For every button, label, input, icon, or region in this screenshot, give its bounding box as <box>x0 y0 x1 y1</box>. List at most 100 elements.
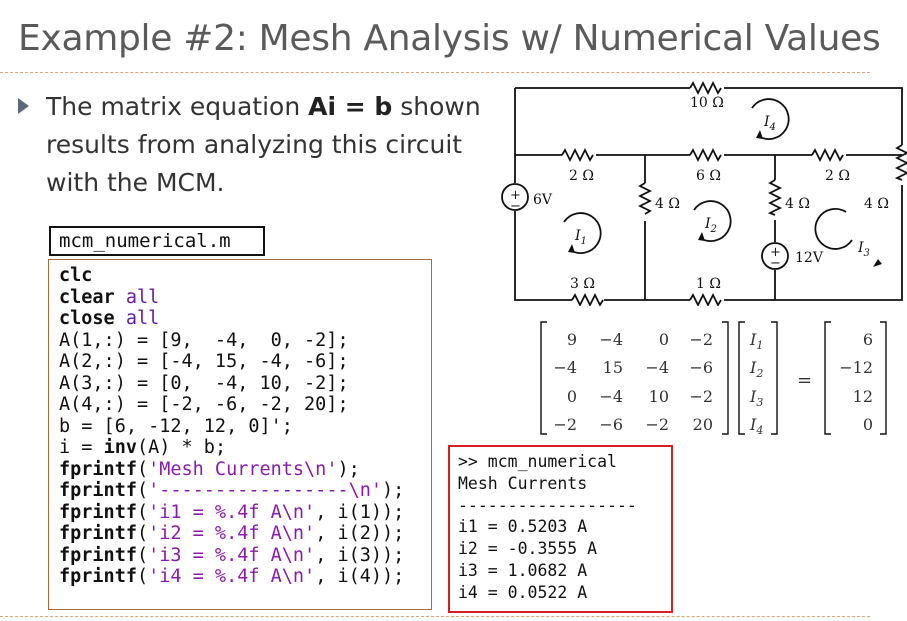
label-10ohm: 10 Ω <box>690 95 724 111</box>
output-line: i2 = -0.3555 A <box>458 539 598 559</box>
matrix-A-cell: 10 <box>649 387 669 406</box>
matrix-A-cell: 15 <box>603 358 623 377</box>
label-6v: 6V <box>533 192 553 208</box>
source-12v <box>761 242 789 270</box>
label-12v: 12V <box>795 250 824 266</box>
triangle-bullet-icon <box>18 98 29 114</box>
resistor-2ohm-b <box>811 147 844 163</box>
code-line: fprintf('-----------------\n'); <box>59 480 431 502</box>
vector-i-cell: I1 <box>749 330 763 352</box>
code-line: b = [6, -12, 12, 0]'; <box>59 416 431 438</box>
mesh-arrow-1 <box>563 212 602 254</box>
code-token: fprintf <box>59 566 137 587</box>
matrix-A-cell: 20 <box>693 415 713 434</box>
resistor-4ohm-a <box>637 182 653 215</box>
code-token: ); <box>337 458 360 480</box>
label-4ohm-c: 4 Ω <box>864 196 889 212</box>
code-line: fprintf('i4 = %.4f A\n', i(4)); <box>59 566 431 588</box>
vector-b-cell: 0 <box>863 415 873 434</box>
code-line: A(1,:) = [9, -4, 0, -2]; <box>59 330 431 352</box>
bullet-line1-tail: shown <box>392 92 481 121</box>
mesh-arrow-2 <box>693 200 732 242</box>
vector-b-cell: 12 <box>853 387 873 406</box>
code-token: A(3,:) = [0, -4, 10, -2]; <box>59 372 349 394</box>
bullet-line1-text: The matrix equation <box>46 92 309 121</box>
mesh-arrow-3 <box>814 208 853 250</box>
matrix-A-cell: 0 <box>567 387 577 406</box>
matrix-A-cell: −4 <box>645 358 669 377</box>
matrix-A-cell: 0 <box>659 330 669 349</box>
mesh-label-2: I2 <box>704 216 717 235</box>
code-token: inv <box>103 437 137 458</box>
bullet-text: The matrix equation Ai = b shown results… <box>46 88 481 202</box>
polarity-plus-12v: + <box>770 245 781 260</box>
output-line: i4 = 0.0522 A <box>458 582 588 602</box>
code-line: close all <box>59 308 431 330</box>
code-line: fprintf('i2 = %.4f A\n', i(2)); <box>59 523 431 545</box>
code-token: 'i4 = %.4f A\n' <box>148 566 316 587</box>
label-4ohm-a: 4 Ω <box>655 196 680 212</box>
mesh-label-4: I4 <box>763 114 776 133</box>
code-token: ( <box>136 501 149 523</box>
circuit-diagram: 10 Ω 2 Ω 6 Ω 2 Ω 4 Ω 4 Ω 4 Ω 3 Ω 1 Ω 6V … <box>501 80 907 306</box>
code-token: , i(4)); <box>315 566 405 587</box>
matrix-A-cell: −2 <box>689 387 713 406</box>
code-token: 'i1 = %.4f A\n' <box>148 501 316 523</box>
page-title: Example #2: Mesh Analysis w/ Numerical V… <box>18 18 881 59</box>
vector-b-cell: 6 <box>863 330 873 349</box>
mesh-label-3: I3 <box>857 240 870 259</box>
code-token: ); <box>382 480 405 501</box>
code-token: fprintf <box>59 458 137 480</box>
output-line: Mesh Currents <box>458 473 588 493</box>
label-2ohm-a: 2 Ω <box>569 168 594 184</box>
equals-sign: = <box>797 370 812 391</box>
resistor-4ohm-c <box>894 144 907 226</box>
code-token: close <box>59 308 115 329</box>
output-line: >> mcm_numerical <box>458 452 617 471</box>
code-token: fprintf <box>59 544 137 566</box>
output-line: ------------------ <box>458 495 637 515</box>
resistor-6ohm <box>689 147 722 163</box>
label-3ohm: 3 Ω <box>570 276 595 292</box>
code-token: 'Mesh Currents\n' <box>148 458 338 480</box>
polarity-minus-6v: − <box>510 199 521 214</box>
bullet-line3: with the MCM. <box>46 168 225 197</box>
code-token: 'i3 = %.4f A\n' <box>148 544 316 566</box>
matrix-A-cell: −2 <box>553 415 577 434</box>
code-line: A(2,:) = [-4, 15, -4, -6]; <box>59 351 431 373</box>
code-token: , i(1)); <box>315 501 405 523</box>
code-token: i = <box>59 437 104 458</box>
code-token: fprintf <box>59 523 137 544</box>
mesh-label-1: I1 <box>574 228 587 247</box>
code-token: ( <box>136 544 149 566</box>
code-token: ( <box>136 458 149 480</box>
label-1ohm: 1 Ω <box>696 276 721 292</box>
label-4ohm-b: 4 Ω <box>785 196 810 212</box>
matrix-A-cell: −6 <box>689 358 713 377</box>
code-token: all <box>125 308 160 329</box>
resistor-10ohm <box>689 80 722 96</box>
output-line: i1 = 0.5203 A <box>458 517 588 537</box>
code-line: A(3,:) = [0, -4, 10, -2]; <box>59 373 431 395</box>
matrix-A-cell: −6 <box>599 415 623 434</box>
code-line: fprintf('i1 = %.4f A\n', i(1)); <box>59 502 431 524</box>
polarity-minus-12v: − <box>770 256 781 271</box>
code-token: A(2,:) = [-4, 15, -4, -6]; <box>59 351 349 372</box>
code-line: fprintf('Mesh Currents\n'); <box>59 459 431 481</box>
code-token: 'i2 = %.4f A\n' <box>148 523 316 544</box>
mesh-arrow-4 <box>751 98 790 140</box>
bracket-A-right <box>722 321 729 435</box>
code-token: fprintf <box>59 501 137 523</box>
resistor-2ohm-a <box>561 147 594 163</box>
vector-i-cell: I2 <box>749 358 763 380</box>
code-filename: mcm_numerical.m <box>49 226 265 256</box>
code-token: fprintf <box>59 480 137 501</box>
bottom-divider <box>0 616 870 617</box>
code-token: ( <box>136 523 149 544</box>
code-token: clear <box>59 286 115 308</box>
resistor-1ohm <box>689 292 722 306</box>
code-token: all <box>125 286 160 308</box>
matrix-A-cell: −4 <box>599 330 623 349</box>
